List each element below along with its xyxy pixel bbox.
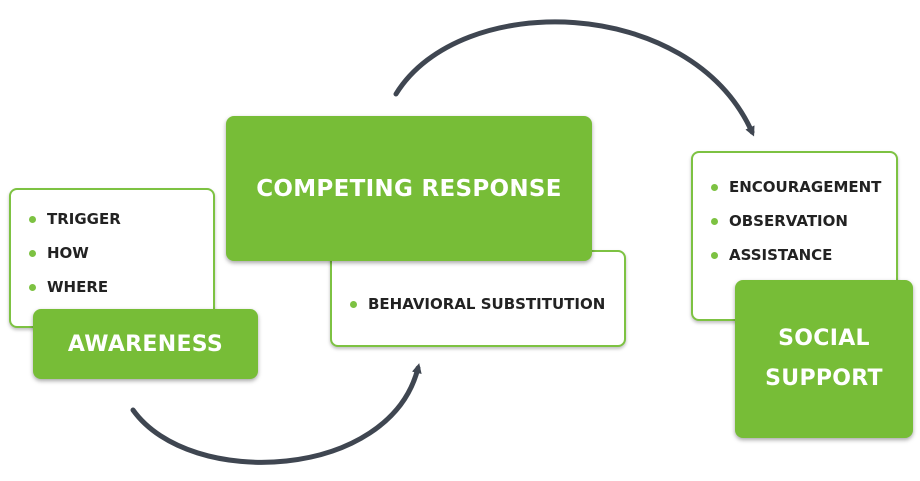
competing-response-list: BEHAVIORAL SUBSTITUTION: [350, 296, 605, 313]
list-item: WHERE: [29, 279, 121, 296]
list-item-label: OBSERVATION: [729, 212, 848, 230]
list-item: TRIGGER: [29, 211, 121, 228]
arrow-awareness-to-competing: [130, 363, 422, 465]
list-item: ENCOURAGEMENT: [711, 179, 881, 196]
social-support-title-box: SOCIAL SUPPORT: [735, 280, 913, 438]
list-item-label: BEHAVIORAL SUBSTITUTION: [368, 295, 606, 313]
awareness-title: AWARENESS: [67, 331, 224, 357]
list-item-label: WHERE: [47, 278, 109, 296]
social-support-title: SOCIAL SUPPORT: [765, 319, 883, 399]
social-support-title-line2: SUPPORT: [765, 366, 883, 391]
social-support-title-line1: SOCIAL: [778, 326, 870, 351]
bullet-dot-icon: [29, 250, 36, 257]
list-item-label: ENCOURAGEMENT: [729, 178, 882, 196]
competing-response-details-card: BEHAVIORAL SUBSTITUTION: [330, 250, 626, 347]
competing-response-title-box: COMPETING RESPONSE: [226, 116, 592, 261]
list-item-label: HOW: [47, 244, 89, 262]
list-item-label: TRIGGER: [47, 210, 121, 228]
list-item: OBSERVATION: [711, 213, 881, 230]
bullet-dot-icon: [711, 252, 718, 259]
list-item: ASSISTANCE: [711, 247, 881, 264]
list-item: BEHAVIORAL SUBSTITUTION: [350, 296, 605, 313]
list-item: HOW: [29, 245, 121, 262]
bullet-dot-icon: [29, 284, 36, 291]
awareness-details-card: TRIGGER HOW WHERE: [9, 188, 215, 328]
social-support-list: ENCOURAGEMENT OBSERVATION ASSISTANCE: [711, 179, 881, 281]
list-item-label: ASSISTANCE: [729, 246, 833, 264]
bullet-dot-icon: [350, 301, 357, 308]
bullet-dot-icon: [29, 216, 36, 223]
awareness-list: TRIGGER HOW WHERE: [29, 211, 121, 313]
bullet-dot-icon: [711, 184, 718, 191]
bullet-dot-icon: [711, 218, 718, 225]
awareness-title-box: AWARENESS: [33, 309, 258, 379]
competing-response-title: COMPETING RESPONSE: [256, 175, 562, 202]
